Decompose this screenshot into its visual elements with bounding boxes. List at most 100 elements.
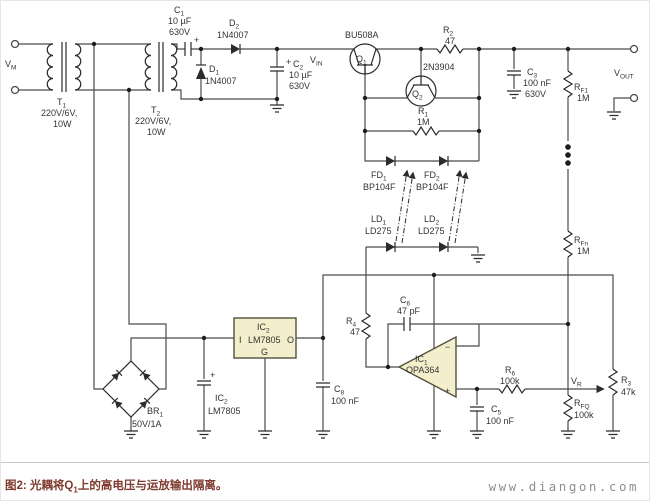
label-fd2: FD2 xyxy=(424,170,440,183)
r4-value1: 47 xyxy=(350,327,360,337)
resistor-rfq: RFQ 100k xyxy=(562,394,594,422)
label-d1: D1 xyxy=(209,64,220,77)
label-r4: R4 xyxy=(346,316,357,329)
label-vin: VIN xyxy=(310,55,323,68)
resistor-r4: R4 47 xyxy=(346,312,372,340)
t2-value2: 10W xyxy=(147,127,166,137)
t1-value2: 10W xyxy=(53,119,72,129)
label-t1: T1 xyxy=(57,97,67,110)
label-r1: R1 xyxy=(418,106,429,119)
r2-value1: 47 xyxy=(445,36,455,46)
label-rfn: RFn xyxy=(574,235,588,248)
capacitor-c2: + C2 10 µF 630V xyxy=(270,57,313,91)
schematic-canvas: VM VOUT T1 220V/6V, 10W T2 220V/6V, 10W … xyxy=(1,5,649,463)
resistor-r2: R2 47 xyxy=(436,25,464,55)
label-br1: BR1 xyxy=(147,406,164,419)
ic2-pin-gnd: G xyxy=(261,347,268,357)
vm-terminal-top xyxy=(10,39,20,49)
vm-terminal-bottom xyxy=(10,85,20,95)
fd2-part: BP104F xyxy=(416,182,449,192)
label-c8: C8 xyxy=(334,384,345,397)
ground-symbols xyxy=(123,90,622,439)
resistor-rf1: RF1 1M xyxy=(562,70,590,103)
t1-value1: 220V/6V, xyxy=(41,108,77,118)
diode-d1: D1 1N4007 xyxy=(196,64,237,86)
label-ic1: IC1 xyxy=(415,354,428,367)
opamp-ic1: − + IC1 OPA364 xyxy=(397,335,457,399)
junction-dots xyxy=(91,41,571,392)
t2-value1: 220V/6V, xyxy=(135,116,171,126)
photodiode-fd1: FD1 BP104F xyxy=(363,156,396,192)
d2-value1: 1N4007 xyxy=(217,30,249,40)
d1-value1: 1N4007 xyxy=(205,76,237,86)
transistor-q1: Q1 BU508A xyxy=(345,30,381,75)
bridge-rectifier-br1: BR1 50V/1A xyxy=(102,360,164,429)
label-vout: VOUT xyxy=(614,68,634,81)
label-q1: Q1 xyxy=(356,54,367,67)
input-terminals-vm: VM xyxy=(5,39,20,95)
c6-value1: 47 pF xyxy=(397,306,421,316)
label-vr: VR xyxy=(571,376,582,389)
c1-value1: 10 µF xyxy=(168,16,192,26)
label-ld1: LD1 xyxy=(371,214,387,227)
c2-value2: 630V xyxy=(289,81,310,91)
label-cap-ic2: IC2 xyxy=(215,393,228,406)
wires xyxy=(18,43,630,431)
potentiometer-r3: R3 47k xyxy=(607,368,636,397)
cap-ic2-value: LM7805 xyxy=(208,406,241,416)
label-ld2: LD2 xyxy=(424,214,440,227)
label-c1: C1 xyxy=(174,5,185,18)
label-r3: R3 xyxy=(621,375,632,388)
label-vm: VM xyxy=(5,59,16,72)
optical-coupling-arrows xyxy=(395,169,469,244)
diode-d2: D2 1N4007 xyxy=(217,18,249,54)
c1-polarity: + xyxy=(194,35,199,45)
transistor-q2: Q2 2N3904 xyxy=(405,62,455,107)
r6-value1: 100k xyxy=(500,376,520,386)
label-c6: C6 xyxy=(400,295,411,308)
q2-part: 2N3904 xyxy=(423,62,455,72)
cap-ic2-polarity: + xyxy=(210,370,215,380)
br1-value1: 50V/1A xyxy=(132,419,162,429)
photodiode-fd2: FD2 BP104F xyxy=(416,156,449,192)
label-q2: Q2 xyxy=(412,89,423,102)
label-c3: C3 xyxy=(527,67,538,80)
ld1-part: LD275 xyxy=(365,226,392,236)
capacitor-c8: C8 100 nF xyxy=(316,382,360,406)
r3-value1: 47k xyxy=(621,387,636,397)
ic1-noninverting-pin: + xyxy=(445,386,450,396)
c3-value2: 630V xyxy=(525,89,546,99)
rf1-value1: 1M xyxy=(577,93,590,103)
caption-text-2: 上的高电压与运放输出隔离。 xyxy=(77,479,228,492)
caption-bar: 图2: 光耦将Q1上的高电压与运放输出隔离。 www.diangon.com xyxy=(1,462,649,500)
watermark: www.diangon.com xyxy=(488,479,639,494)
label-ic2: IC2 xyxy=(257,322,270,335)
led-ld2: LD2 LD275 xyxy=(418,214,449,252)
c2-value1: 10 µF xyxy=(289,70,313,80)
label-rfq: RFQ xyxy=(574,398,590,411)
transformer-t2: T2 220V/6V, 10W xyxy=(135,42,178,137)
caption-text-1: 图2: 光耦将Q xyxy=(5,479,74,492)
caption-subscript: 1 xyxy=(73,485,78,494)
c2-polarity: + xyxy=(286,57,291,67)
ic2-pin-out: O xyxy=(287,335,294,345)
capacitor-c1: + C1 10 µF 630V xyxy=(168,5,199,56)
fd1-part: BP104F xyxy=(363,182,396,192)
label-fd1: FD1 xyxy=(371,170,387,183)
rfn-value1: 1M xyxy=(577,246,590,256)
label-c5: C5 xyxy=(491,404,502,417)
capacitor-c5: C5 100 nF xyxy=(470,404,515,426)
ic2-part: LM7805 xyxy=(248,335,281,345)
capacitor-c6: C6 47 pF xyxy=(397,295,421,331)
capacitor-c3: C3 100 nF 630V xyxy=(507,67,552,99)
figure-caption: 图2: 光耦将Q1上的高电压与运放输出隔离。 xyxy=(5,477,227,494)
ld2-part: LD275 xyxy=(418,226,445,236)
resistor-rfn: RFn 1M xyxy=(562,230,590,258)
label-c2: C2 xyxy=(293,59,304,72)
transformer-t1: T1 220V/6V, 10W xyxy=(41,42,82,129)
regulator-ic2: IC2 I LM7805 O G xyxy=(233,317,297,359)
vout-terminal-bottom xyxy=(629,93,639,103)
c8-value1: 100 nF xyxy=(331,396,360,406)
rfq-value1: 100k xyxy=(574,410,594,420)
